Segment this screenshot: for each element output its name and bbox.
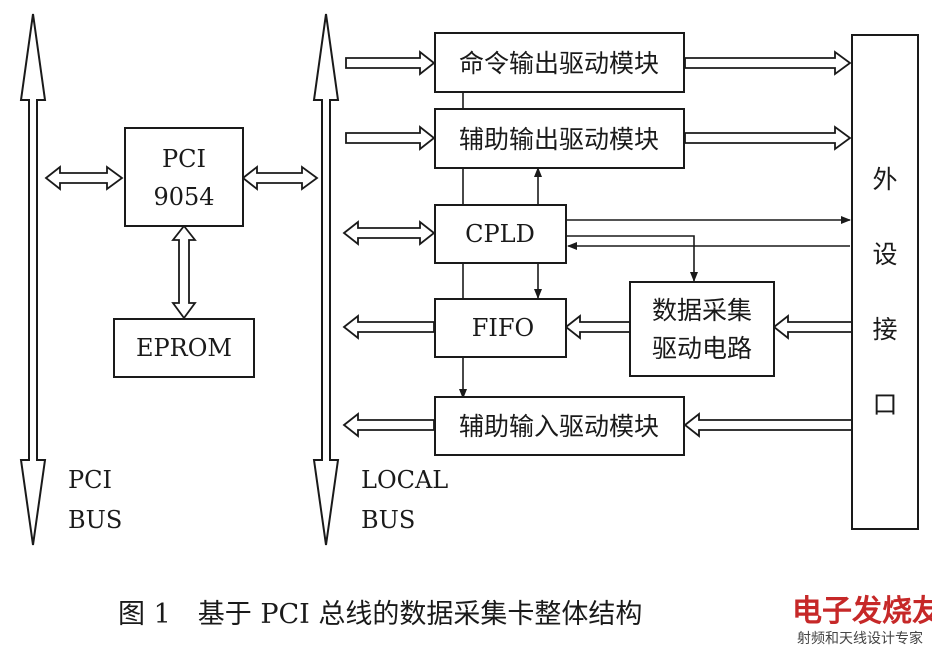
pci9054-label-line1: PCI [162, 145, 206, 173]
interface-label-char3: 接 [872, 315, 897, 344]
aux-in-label: 辅助输入驱动模块 [459, 412, 659, 441]
local-bus-label-line1: LOCAL [361, 466, 448, 494]
cmd-out-box [434, 32, 685, 93]
aux-out-to-interface-arrow [684, 125, 852, 151]
cpld-label: CPLD [465, 220, 535, 248]
9054-to-eprom-arrow [171, 224, 197, 320]
pci9054-box [124, 127, 244, 227]
figure-caption: 图 1 基于 PCI 总线的数据采集卡整体结构 [118, 599, 642, 630]
local-bus-arrow [312, 13, 340, 546]
fifo-label: FIFO [472, 314, 534, 342]
aux-in-to-local-bus-arrow [342, 412, 435, 438]
interface-label-char2: 设 [872, 240, 897, 269]
fifo-box [434, 298, 567, 358]
9054-to-local-bus-arrow [241, 165, 319, 191]
interface-to-aux-in-arrow [683, 412, 853, 438]
daq-box [629, 281, 775, 377]
daq-label-line1: 数据采集 [652, 296, 752, 325]
pci-bus-label-line2: BUS [68, 506, 122, 534]
aux-out-label: 辅助输出驱动模块 [459, 125, 659, 154]
local-bus-label-line2: BUS [361, 506, 415, 534]
aux-in-box [434, 396, 685, 456]
interface-label-char4: 口 [872, 390, 897, 419]
daq-label-line2: 驱动电路 [652, 334, 752, 363]
pci9054-label-line2: 9054 [153, 183, 214, 211]
pci-bus-to-9054-arrow [44, 165, 124, 191]
pci-bus-label-line1: PCI [68, 466, 112, 494]
cmd-out-label: 命令输出驱动模块 [459, 49, 659, 78]
eprom-label: EPROM [136, 334, 232, 362]
interface-to-daq-arrow [772, 314, 853, 340]
cpld-box [434, 204, 567, 264]
pci-bus-arrow [19, 13, 47, 546]
local-bus-to-cmd-out-arrow [345, 50, 436, 76]
daq-to-fifo-arrow [564, 314, 631, 340]
local-bus-to-cpld-arrow [342, 220, 436, 246]
local-bus-to-aux-out-arrow [345, 125, 436, 151]
cpld-to-daq-line [566, 235, 698, 282]
fifo-to-local-bus-arrow [342, 314, 435, 340]
cmd-out-to-interface-arrow [684, 50, 852, 76]
aux-out-box [434, 108, 685, 169]
interface-box [851, 34, 919, 530]
eprom-box [113, 318, 255, 378]
watermark-subtitle: 射频和天线设计专家 [797, 630, 923, 647]
interface-label-char1: 外 [872, 165, 897, 194]
watermark-logo: 电子发烧友 [792, 594, 932, 629]
